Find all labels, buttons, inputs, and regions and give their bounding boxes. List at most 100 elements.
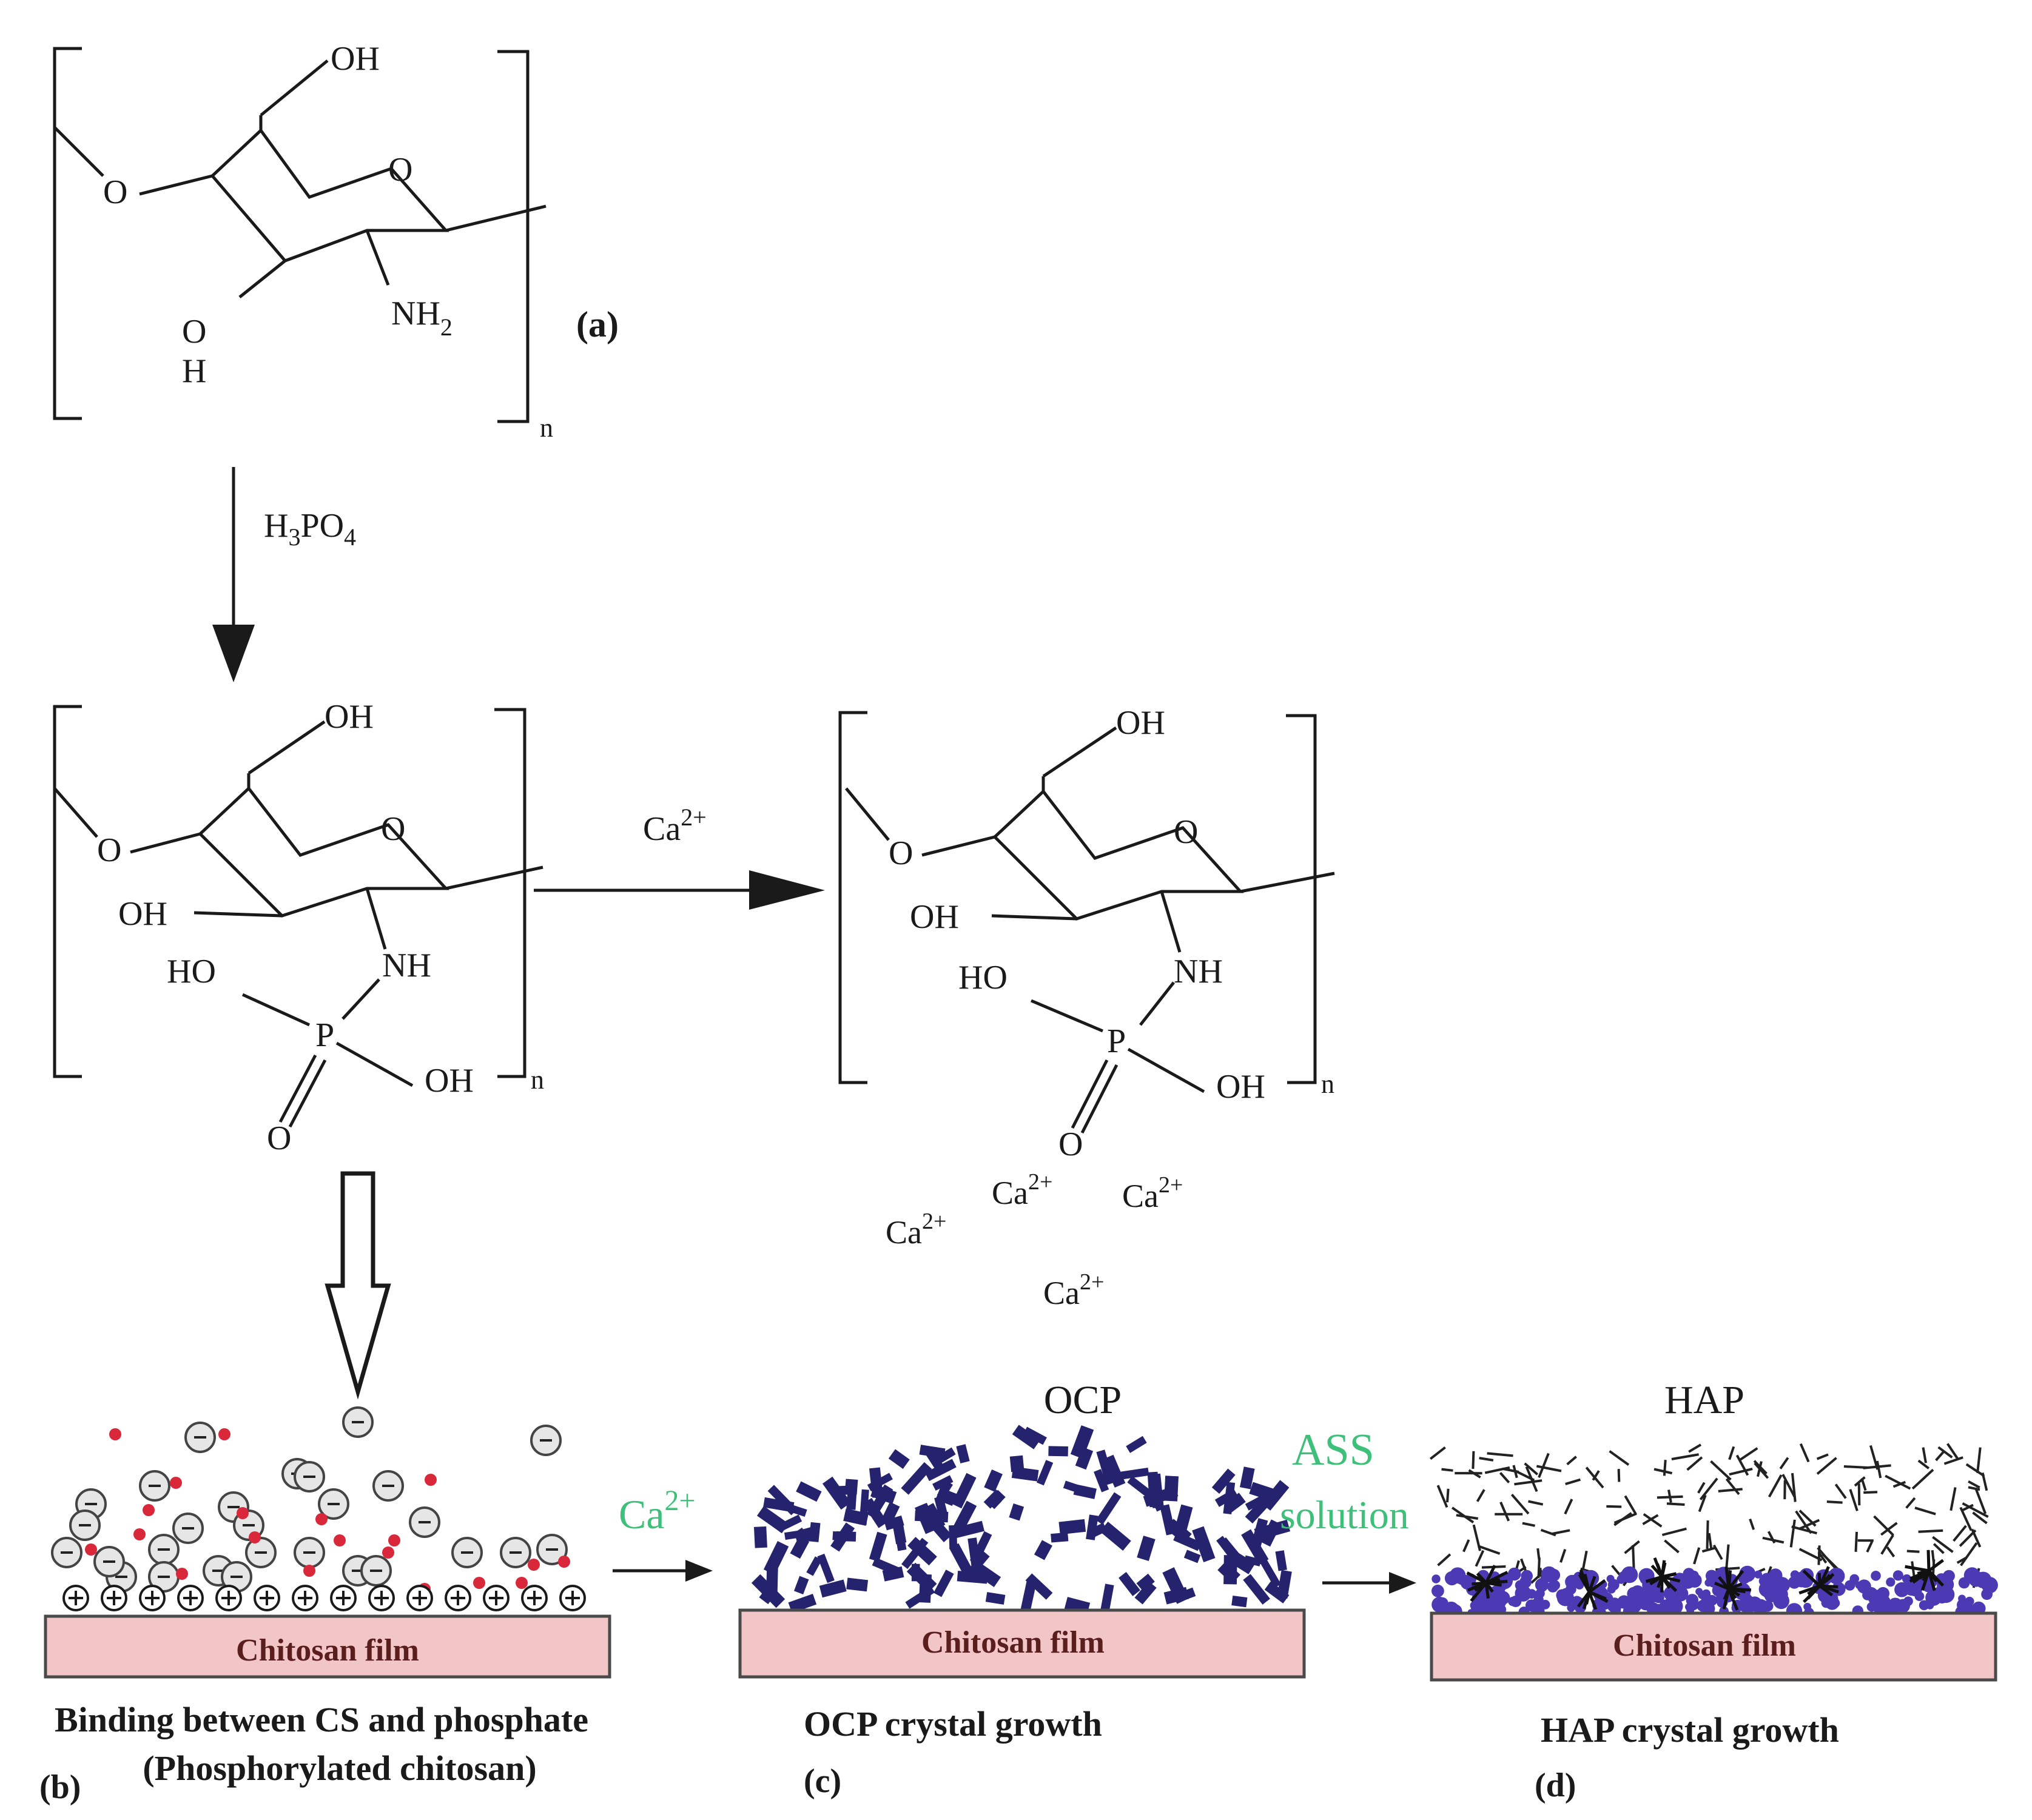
ocp-crystal — [1127, 1476, 1154, 1499]
ocp-crystal — [756, 1506, 789, 1534]
hap-needle — [1933, 1543, 1945, 1554]
arrow-c-to-d — [1322, 1572, 1416, 1594]
ocp-crystal — [1020, 1580, 1037, 1616]
arrow-ca-label: Ca2+ — [643, 804, 707, 848]
hap-needle — [1654, 1468, 1673, 1475]
bond — [278, 1054, 317, 1123]
bond — [1071, 1059, 1109, 1129]
ocp-crystal — [901, 1462, 932, 1495]
hap-needle — [1953, 1525, 1967, 1542]
chitosan-film-c — [738, 1608, 1306, 1679]
caption-b-line2: (Phosphorylated chitosan) — [143, 1748, 536, 1788]
hap-needle — [1617, 1469, 1621, 1482]
hap-cluster-spike — [1588, 1579, 1606, 1594]
hap-needle — [1918, 1529, 1943, 1533]
ocp-crystal — [869, 1531, 887, 1562]
hap-needle — [1698, 1494, 1707, 1513]
hap-granule — [1470, 1600, 1479, 1610]
hap-needle — [1699, 1477, 1718, 1500]
ocp-crystal — [1051, 1532, 1069, 1543]
ocp-crystal — [983, 1489, 1003, 1509]
hap-needle — [1863, 1464, 1891, 1469]
hap-needle — [1849, 1489, 1859, 1511]
hap-needle — [1740, 1447, 1758, 1461]
hap-needle — [1866, 1540, 1874, 1553]
phosphate-dot — [334, 1534, 346, 1546]
hap-needle — [1754, 1462, 1769, 1479]
hap-cluster-spike — [1484, 1565, 1496, 1584]
hap-granule — [1828, 1568, 1845, 1585]
ocp-crystal — [830, 1522, 855, 1552]
hap-needle — [1798, 1548, 1823, 1562]
hap-needle — [1960, 1542, 1978, 1566]
hap-needle — [1536, 1465, 1562, 1472]
hap-needle — [1725, 1478, 1740, 1496]
bond — [445, 204, 547, 232]
hap-needle — [1781, 1474, 1796, 1497]
hap-cluster-spike — [1722, 1588, 1731, 1610]
hap-granule — [1697, 1599, 1709, 1612]
bond — [921, 835, 995, 857]
panel-c: OCP Chitosan film — [738, 1378, 1306, 1679]
ring-b — [198, 786, 449, 918]
hap-needle — [1816, 1453, 1829, 1460]
hap-needle — [1510, 1493, 1530, 1515]
ocp-crystal — [1075, 1446, 1094, 1470]
bond — [238, 260, 286, 298]
ocp-crystal — [934, 1570, 954, 1597]
hap-needle — [1863, 1491, 1878, 1494]
hap-needle — [1522, 1522, 1535, 1527]
hap-needle — [1735, 1454, 1749, 1476]
ocp-crystal — [1100, 1522, 1131, 1551]
hap-needle — [1854, 1476, 1866, 1487]
hap-needle — [1798, 1519, 1820, 1530]
ho-c: HO — [958, 959, 1008, 996]
ocp-crystal — [937, 1480, 954, 1500]
ocp-crystal — [1224, 1493, 1246, 1513]
ocp-crystal — [1183, 1550, 1201, 1563]
ocp-crystal — [1025, 1573, 1053, 1600]
ring-o-c: O — [1174, 813, 1198, 851]
hap-needle — [1854, 1531, 1858, 1552]
hap-cluster-spike — [1807, 1584, 1821, 1596]
ocp-crystal — [796, 1481, 822, 1502]
hap-granule — [1889, 1600, 1898, 1608]
oh-top-c: OH — [1116, 704, 1165, 742]
hap-granule — [1958, 1577, 1970, 1589]
p-b: P — [315, 1016, 334, 1054]
hap-cluster-spike — [1817, 1573, 1822, 1587]
hap-needle — [1922, 1447, 1927, 1463]
hap-granule — [1687, 1573, 1702, 1588]
hap-needle — [1657, 1495, 1683, 1499]
nh-b: NH — [382, 947, 431, 984]
ocp-crystal — [1260, 1519, 1282, 1547]
hap-granule — [1758, 1576, 1769, 1587]
hap-needle — [1661, 1527, 1687, 1536]
hap-needle — [1791, 1472, 1797, 1502]
hap-granule — [1794, 1571, 1810, 1588]
ocp-crystal — [936, 1447, 956, 1463]
ocp-crystal — [1034, 1540, 1052, 1560]
phosphate-dot — [85, 1543, 97, 1556]
ocp-crystal — [1023, 1426, 1047, 1445]
hap-needle — [1729, 1468, 1753, 1476]
hap-needle — [1462, 1539, 1470, 1553]
hap-needle — [1585, 1466, 1604, 1489]
hap-needle — [1869, 1445, 1879, 1470]
hap-needle — [1686, 1456, 1703, 1471]
arrow-h3po4 — [212, 467, 255, 682]
hap-granule — [1926, 1601, 1934, 1610]
ocp-crystal — [1134, 1581, 1157, 1605]
hap-layer — [1431, 1550, 1998, 1620]
structure-a — [53, 47, 547, 423]
bond — [193, 911, 283, 918]
ocp-crystal — [846, 1577, 869, 1592]
left-o-c: O — [889, 834, 913, 872]
phosphate-dot — [218, 1428, 230, 1440]
hollow-down-arrow — [325, 1171, 391, 1400]
ring-c — [992, 789, 1244, 921]
ocp-crystal — [1192, 1526, 1216, 1563]
ocp-crystal — [1119, 1468, 1149, 1480]
ocp-crystal — [1261, 1480, 1290, 1511]
hap-cluster-spike — [1484, 1582, 1494, 1593]
